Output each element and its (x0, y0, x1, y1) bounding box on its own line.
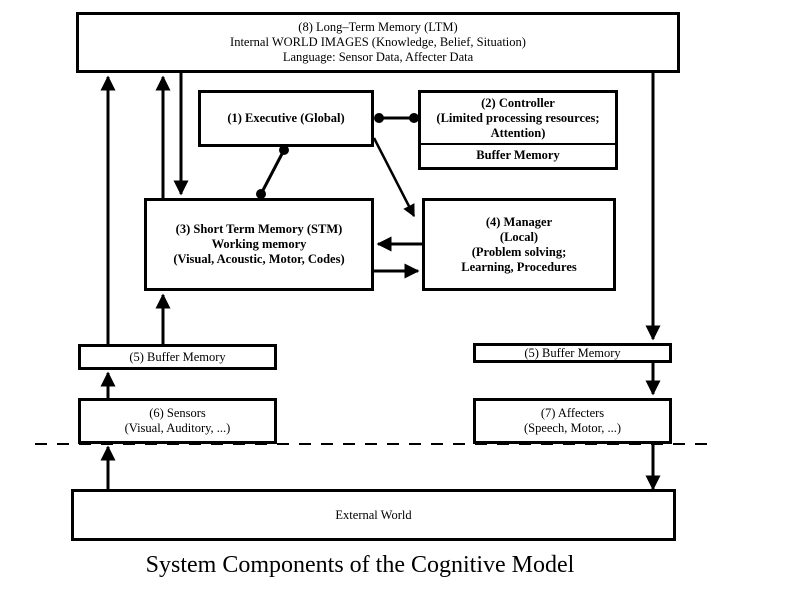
link-executive-stm (259, 149, 286, 195)
manager-box: (4) Manager (Local) (Problem solving; Le… (422, 198, 616, 291)
stm-line2: Working memory (211, 237, 307, 251)
external-world-label: External World (335, 507, 412, 522)
ltm-box: (8) Long–Term Memory (LTM) Internal WORL… (76, 12, 680, 73)
affecters-box: (7) Affecters (Speech, Motor, ...) (473, 398, 672, 444)
sensors-line2: (Visual, Auditory, ...) (124, 421, 231, 435)
stm-line3: (Visual, Acoustic, Motor, Codes) (173, 252, 345, 266)
affecters-line2: (Speech, Motor, ...) (523, 421, 622, 435)
controller-main: (2) Controller (Limited processing resou… (421, 93, 615, 143)
buffer-left-label: (5) Buffer Memory (129, 349, 226, 364)
buffer-memory-left-box: (5) Buffer Memory (78, 344, 277, 370)
manager-title: (4) Manager (485, 214, 553, 229)
ltm-line3: Language: Sensor Data, Affecter Data (282, 50, 474, 64)
manager-line4: Learning, Procedures (461, 259, 577, 274)
affecters-title: (7) Affecters (540, 406, 605, 420)
controller-line3: Attention) (490, 125, 546, 140)
controller-box: (2) Controller (Limited processing resou… (418, 90, 618, 170)
diagram-caption: System Components of the Cognitive Model (145, 552, 575, 578)
manager-line2: (Local) (499, 229, 539, 244)
ltm-title: (8) Long–Term Memory (LTM) (298, 20, 458, 34)
link-dot (374, 113, 384, 123)
controller-title: (2) Controller (481, 95, 555, 110)
sensors-title: (6) Sensors (149, 406, 206, 420)
executive-title: (1) Executive (Global) (227, 111, 345, 125)
external-world-box: External World (71, 489, 676, 541)
sensors-box: (6) Sensors (Visual, Auditory, ...) (78, 398, 277, 444)
controller-buffer-memory: Buffer Memory (421, 143, 615, 167)
buffer-right-label: (5) Buffer Memory (524, 345, 621, 360)
buffer-memory-right-box: (5) Buffer Memory (473, 343, 672, 363)
executive-box: (1) Executive (Global) (198, 90, 374, 147)
link-dot (256, 189, 266, 199)
arrow-executive-to-manager (372, 137, 416, 218)
ltm-line2: Internal WORLD IMAGES (Knowledge, Belief… (230, 35, 526, 49)
controller-line2: (Limited processing resources; (436, 110, 600, 125)
link-dot (279, 145, 289, 155)
link-dot (409, 113, 419, 123)
stm-title: (3) Short Term Memory (STM) (175, 222, 343, 236)
stm-box: (3) Short Term Memory (STM) Working memo… (144, 198, 374, 291)
manager-line3: (Problem solving; (471, 244, 567, 259)
